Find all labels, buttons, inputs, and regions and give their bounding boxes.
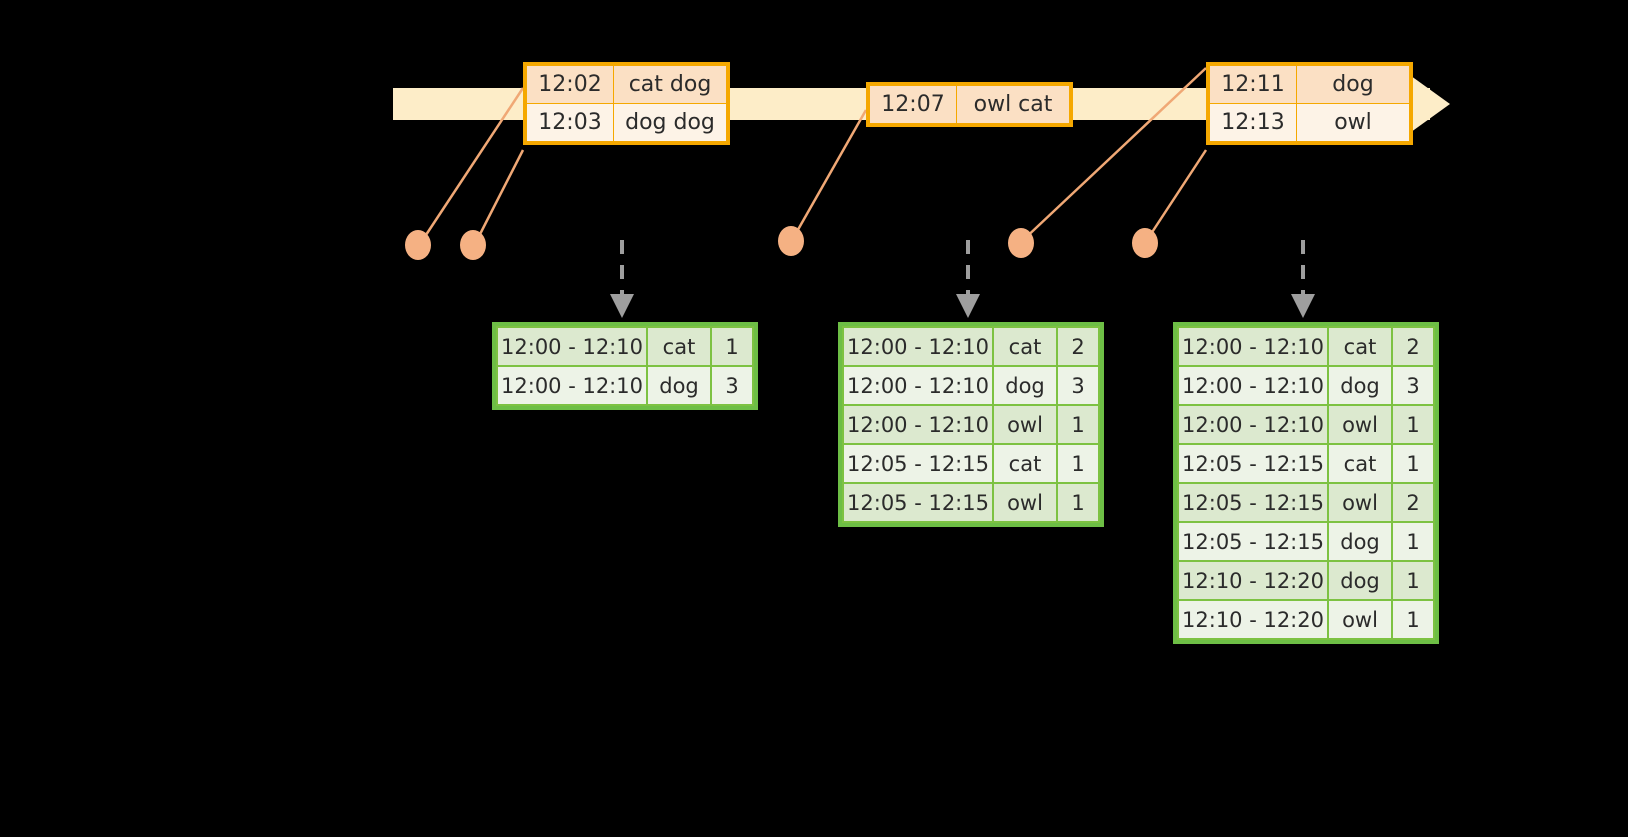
marker-dot-2 [460,230,486,260]
word-cell: dog [1327,560,1393,601]
word-cell: dog [1327,365,1393,406]
event-time: 12:07 [869,85,957,124]
event-time: 12:11 [1209,65,1297,104]
count-cell: 2 [1391,482,1435,523]
count-cell: 2 [1391,326,1435,367]
word-cell: dog [992,365,1058,406]
window-range-cell: 12:00 - 12:10 [1177,365,1329,406]
marker-dot-4 [1008,228,1034,258]
count-cell: 1 [1056,443,1100,484]
count-cell: 1 [1391,404,1435,445]
emit-arrow-2 [956,240,980,318]
event-box-group-2[interactable]: 12:07 owl cat [866,82,1073,127]
window-range-cell: 12:00 - 12:10 [1177,404,1329,445]
window-range-cell: 12:00 - 12:10 [496,326,648,367]
word-cell: cat [1327,326,1393,367]
word-cell: cat [1327,443,1393,484]
word-cell: cat [992,326,1058,367]
marker-dot-1 [405,230,431,260]
emit-arrow-3 [1291,240,1315,318]
emit-arrow-1 [610,240,634,318]
count-cell: 1 [1056,404,1100,445]
window-range-cell: 12:00 - 12:10 [842,365,994,406]
word-cell: cat [646,326,712,367]
word-cell: cat [992,443,1058,484]
event-time: 12:03 [526,103,614,142]
window-range-cell: 12:05 - 12:15 [842,443,994,484]
count-cell: 3 [1056,365,1100,406]
event-row: 12:13 owl [1209,103,1410,142]
event-words: cat dog [613,65,727,104]
count-cell: 1 [1391,560,1435,601]
event-time: 12:13 [1209,103,1297,142]
event-words: dog [1296,65,1410,104]
window-range-cell: 12:05 - 12:15 [1177,443,1329,484]
word-cell: dog [646,365,712,406]
window-range-cell: 12:05 - 12:15 [842,482,994,523]
count-cell: 2 [1056,326,1100,367]
event-words: owl cat [956,85,1070,124]
event-box-group-1[interactable]: 12:02 cat dog 12:03 dog dog [523,62,730,145]
window-range-cell: 12:00 - 12:10 [496,365,648,406]
event-words: owl [1296,103,1410,142]
event-words: dog dog [613,103,727,142]
marker-dot-3 [778,226,804,256]
event-box-group-3[interactable]: 12:11 dog 12:13 owl [1206,62,1413,145]
count-cell: 1 [1056,482,1100,523]
event-row: 12:11 dog [1209,65,1410,104]
event-row: 12:07 owl cat [869,85,1070,124]
count-cell: 1 [1391,443,1435,484]
window-range-cell: 12:05 - 12:15 [1177,482,1329,523]
count-cell: 1 [1391,599,1435,640]
word-cell: owl [1327,404,1393,445]
window-range-cell: 12:10 - 12:20 [1177,560,1329,601]
event-row: 12:03 dog dog [526,103,727,142]
event-time: 12:02 [526,65,614,104]
count-cell: 3 [710,365,754,406]
event-row: 12:02 cat dog [526,65,727,104]
event-markers [405,226,1158,260]
count-cell: 1 [1391,521,1435,562]
window-range-cell: 12:10 - 12:20 [1177,599,1329,640]
emit-arrows [610,240,1315,318]
word-cell: owl [1327,599,1393,640]
window-range-cell: 12:00 - 12:10 [1177,326,1329,367]
word-cell: owl [992,482,1058,523]
window-range-cell: 12:00 - 12:10 [842,326,994,367]
word-cell: dog [1327,521,1393,562]
window-range-cell: 12:05 - 12:15 [1177,521,1329,562]
word-cell: owl [992,404,1058,445]
marker-dot-5 [1132,228,1158,258]
window-range-cell: 12:00 - 12:10 [842,404,994,445]
count-cell: 3 [1391,365,1435,406]
word-cell: owl [1327,482,1393,523]
count-cell: 1 [710,326,754,367]
